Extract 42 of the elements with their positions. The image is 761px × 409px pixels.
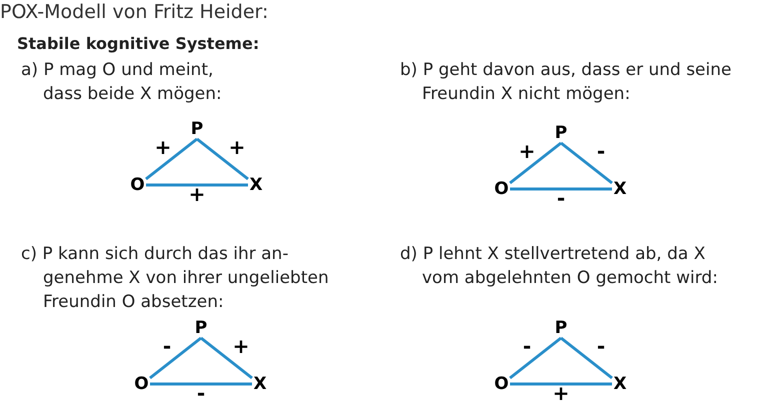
edge-label: -	[556, 188, 566, 208]
triangle-side	[146, 184, 248, 186]
vertex-label: P	[193, 318, 209, 338]
description-text: c) P kann sich durch das ihr an- genehme X von ihrer ungeliebten Freundin O absetzen:	[21, 243, 330, 314]
edge-label: -	[522, 336, 532, 356]
edge-label: -	[162, 336, 172, 356]
description-text: b) P geht davon aus, dass er und seine Freundin X nicht mögen:	[400, 59, 732, 106]
vertex-label: X	[612, 374, 628, 394]
vertex-label: X	[248, 175, 264, 195]
triangle-side	[150, 382, 252, 386]
triangle-side	[560, 336, 613, 380]
edge-label: +	[154, 137, 172, 157]
title: POX-Modell von Fritz Heider:	[0, 0, 268, 24]
edge-label: +	[232, 336, 250, 356]
vertex-label: P	[553, 123, 569, 143]
subtitle: Stabile kognitive Systeme:	[17, 33, 260, 55]
triangle-side	[510, 382, 612, 386]
edge-label: -	[596, 336, 606, 356]
vertex-label: O	[493, 374, 510, 394]
edge-label: +	[188, 184, 206, 204]
triangle-side	[509, 142, 562, 184]
vertex-label: X	[252, 374, 268, 394]
vertex-label: X	[612, 179, 628, 199]
description-text: d) P lehnt X stellvertretend ab, da X vom abgelehnten O gemocht wird:	[400, 243, 719, 290]
triangle-side	[510, 188, 612, 190]
edge-label: -	[196, 383, 206, 403]
vertex-label: O	[493, 179, 510, 199]
triangle-side	[509, 336, 562, 380]
vertex-label: O	[133, 374, 150, 394]
vertex-label: O	[129, 175, 146, 195]
description-text: a) P mag O und meint, dass beide X mögen:	[21, 59, 223, 106]
triangle-side	[196, 138, 249, 180]
vertex-label: P	[189, 119, 205, 139]
vertex-label: P	[553, 318, 569, 338]
edge-label: +	[552, 383, 570, 403]
edge-label: +	[228, 137, 246, 157]
triangle-side	[149, 336, 202, 380]
triangle-side	[200, 336, 253, 380]
edge-label: +	[518, 141, 536, 161]
edge-label: -	[596, 141, 606, 161]
triangle-side	[560, 142, 613, 184]
triangle-side	[145, 138, 198, 180]
